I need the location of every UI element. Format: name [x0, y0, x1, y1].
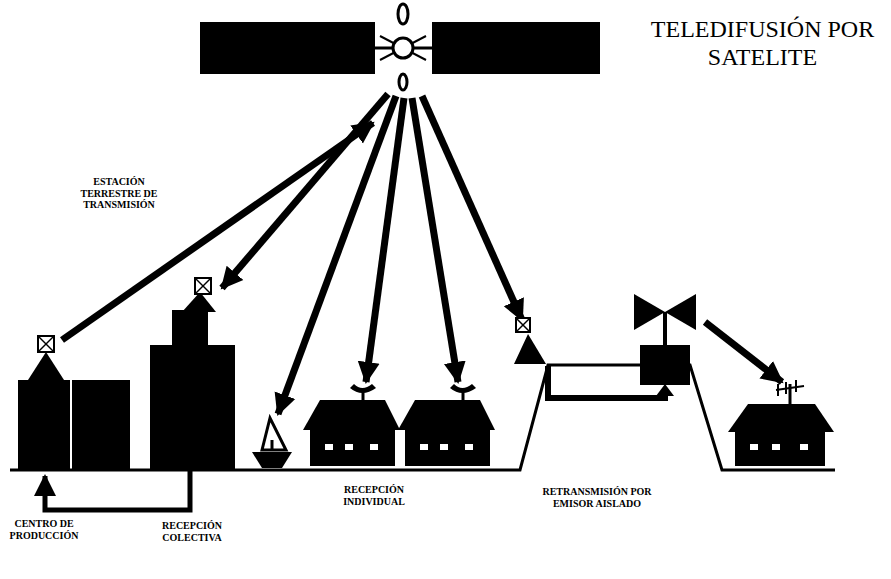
relay-dish [514, 318, 546, 364]
part-label: RECEPCIÓN COLECTIVA [140, 520, 244, 543]
ground-line [10, 365, 835, 470]
part-label: CENTRO DE PRODUCCIÓN [6, 518, 82, 541]
part-label: RETRANSMISIÓN POR EMISOR AISLADO [522, 486, 672, 509]
boat-receiver [252, 418, 292, 468]
production-centre [18, 336, 130, 470]
apartment-building [150, 278, 235, 470]
part-label: ESTACIÓN TERRESTRE DE TRANSMISIÓN [74, 176, 164, 211]
houses [303, 384, 495, 466]
link-line [45, 470, 190, 510]
diagram-title: TELEDIFUSIÓN POR SATELITE [650, 16, 875, 71]
house-antenna [728, 380, 834, 466]
part-label: RECEPCIÓN INDIVIDUAL [318, 484, 430, 507]
satellite [200, 4, 600, 90]
relay-arrowhead [656, 384, 674, 396]
transmitter [634, 294, 696, 385]
